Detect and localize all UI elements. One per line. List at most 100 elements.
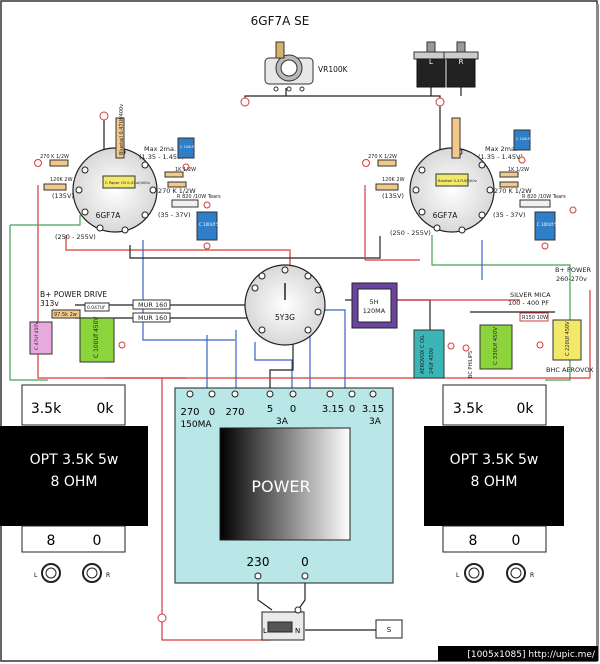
left-tube-pins — [75, 148, 157, 234]
opt-right-z-b: 0k — [516, 401, 534, 417]
cap-220: C 220Uf 450V — [565, 321, 571, 356]
choke-current: 120MA — [363, 307, 386, 315]
power-switch — [375, 619, 403, 639]
left-cap-100-25: C 100Uf 25V — [180, 145, 203, 149]
right-res-1k: 1K 1/2W — [508, 167, 529, 173]
b-power-volt: 260-270v — [556, 275, 587, 283]
power-core — [219, 427, 351, 541]
opt-right: 3.5k 0k OPT 3.5K 5w 8 OHM 8 0 L R — [424, 384, 564, 583]
choke: 5H 120MA — [351, 282, 398, 329]
left-v-35: (35 - 37V) — [158, 211, 191, 219]
power-tx-terminals — [186, 390, 377, 398]
choke-value: 5H — [369, 298, 378, 306]
ptx-t2: 0 — [209, 407, 215, 418]
opt-right-out-0: 0 — [512, 533, 521, 549]
electrolytic-cap-icon — [196, 211, 218, 241]
b-power-section: B+ POWER 260-270v SILVER MICA 100 - 400 … — [462, 266, 594, 378]
opt-right-line1: OPT 3.5K 5w — [450, 452, 539, 468]
ptx-fil-current: 3A — [369, 417, 382, 427]
mains-n: N — [295, 627, 300, 635]
bhc-aerovox: BHC AEROVOX — [546, 366, 594, 374]
electrolytic-cap-icon — [513, 129, 531, 151]
right-cap-100-50: C 100Uf 50V — [537, 222, 562, 227]
left-res-1k: 1K 1/2W — [175, 167, 196, 173]
ptx-t4: 5 — [267, 404, 273, 415]
pot-label: VR100K — [318, 65, 349, 74]
ptx-p0: 0 — [301, 555, 309, 569]
right-cap-100-25: C 100Uf 25V — [516, 137, 539, 141]
page-shadow — [596, 4, 599, 661]
opt-left-jack-r: R — [106, 572, 110, 579]
paper-oil-cap-icon — [102, 175, 136, 189]
aerovox-label: AEROVOX C OIL — [420, 335, 426, 374]
ptx-t1: 270 — [180, 407, 199, 418]
oil-cap-icon — [413, 329, 445, 379]
silver-mica-label: SILVER MICA — [510, 291, 551, 299]
left-res-270-2: 270 K 1/2W — [158, 187, 196, 195]
right-v-135: (135V) — [382, 192, 404, 200]
right-res-270-2: 270 K 1/2W — [494, 187, 532, 195]
mains-socket-icon — [267, 621, 293, 633]
right-res-left: 120K 2W — [382, 177, 405, 183]
right-tube-label: 6GF7A — [433, 211, 459, 220]
left-cap-100-50: C 100Uf 50V — [199, 222, 224, 227]
watermark-bg — [438, 646, 598, 661]
left-res-top: 270 K 1/2W — [40, 154, 69, 160]
resistor-icon — [499, 171, 519, 178]
opt-right-z-a: 3.5k — [453, 401, 484, 417]
right-res-r820: R 820 /10W Tears — [522, 194, 566, 200]
rectifier-label: 5Y3G — [275, 313, 295, 322]
rectifier-tube: 5Y3G — [244, 264, 326, 346]
left-tube-label: 6GF7A — [96, 211, 122, 220]
electrolytic-cap-icon — [29, 321, 53, 355]
ptx-rect-current: 3A — [276, 417, 289, 427]
opt-left-out-0: 0 — [93, 533, 102, 549]
power-resistor-icon — [519, 199, 551, 208]
power-drive-volt: 313v — [40, 299, 59, 308]
electrolytic-cap-icon — [79, 317, 115, 363]
page-title: 6GF7A SE — [251, 14, 310, 28]
opt-right-line2: 8 OHM — [471, 474, 518, 490]
resistor-icon — [377, 159, 397, 167]
opt-left-line1: OPT 3.5K 5w — [30, 452, 119, 468]
resistor-icon — [164, 171, 184, 178]
power-transformer: 270 0 270 150MA 5 0 3A 3.15 0 3.15 3A PO… — [174, 387, 394, 584]
opt-left-z-b: 0k — [96, 401, 114, 417]
left-v-250: (250 - 255V) — [55, 233, 96, 241]
left-bluetail: Bluetail 0.47Uf/400v — [119, 104, 125, 155]
left-max-label: Max 2ma. — [144, 145, 176, 153]
opt-left-out-8: 8 — [47, 533, 56, 549]
bc-philips: BC PHILIPS — [468, 351, 474, 378]
left-max-range: (1.35 - 1.45V) — [139, 153, 184, 161]
power-drive-label: B+ POWER DRIVE — [40, 290, 107, 299]
input-jack-right: R — [443, 41, 479, 88]
mur-1: MUR 160 — [138, 301, 167, 309]
ptx-t7: 0 — [349, 404, 355, 415]
resistor-icon — [43, 183, 67, 191]
electrolytic-cap-icon — [479, 324, 513, 370]
power-drive-cap100: C 100Uf 450V — [93, 316, 100, 358]
power-drive-res: 97.5k 2w — [54, 312, 77, 318]
opt-left-jack-l: L — [34, 572, 38, 579]
input-right-label: R — [459, 58, 464, 66]
input-jack-left: L — [413, 41, 449, 88]
ptx-hv-current: 150MA — [180, 420, 212, 430]
left-res-left: 120K 2W — [50, 177, 73, 183]
input-left-label: L — [429, 58, 433, 66]
resistor-icon — [49, 159, 69, 167]
ptx-t8: 3.15 — [362, 404, 384, 415]
resistor-icon — [499, 181, 519, 188]
b-power-label: B+ POWER — [555, 266, 592, 274]
b-power-res: R150 10W — [522, 315, 548, 321]
watermark: [1005x1085] http://upic.me/ — [467, 650, 596, 660]
right-v-35: (35 - 37V) — [493, 211, 526, 219]
left-tube-stage: 270 K 1/2W 120K 2W (135V) 6GF7A Bluetail… — [34, 104, 224, 250]
opt-right-out-8: 8 — [469, 533, 478, 549]
left-res-r820: R 820 /10W Tears — [177, 194, 221, 200]
aerovox-value: 24Uf 450V — [429, 347, 435, 374]
power-drive-section: B+ POWER DRIVE 313v 97.5k 2w 0.047Uf C 4… — [29, 290, 171, 363]
right-max-label: Max 2ma. — [485, 145, 517, 153]
mur-2: MUR 160 — [138, 314, 167, 322]
right-max-range: (1.35 - 1.45V) — [478, 153, 523, 161]
